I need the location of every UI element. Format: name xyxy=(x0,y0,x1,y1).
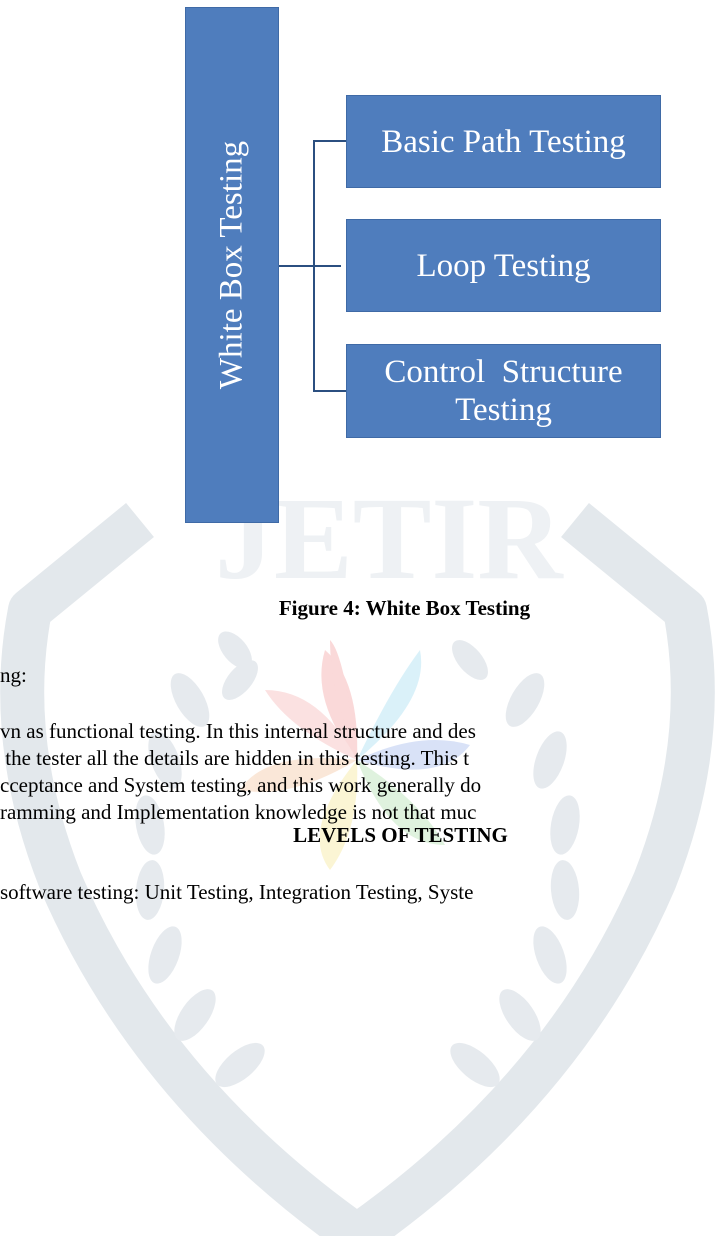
figure-caption: Figure 4: White Box Testing xyxy=(278,596,531,620)
body-line-2: vn as functional testing. In this intern… xyxy=(0,719,476,743)
root-box: White Box Testing xyxy=(185,7,279,523)
child-label: Loop Testing xyxy=(416,247,591,284)
section-body-line: software testing: Unit Testing, Integrat… xyxy=(0,880,474,904)
body-line-4: cceptance and System testing, and this w… xyxy=(0,773,482,797)
child-box-control-structure: Control Structure Testing xyxy=(346,344,661,438)
connector-branch-3 xyxy=(313,390,346,392)
body-line-3: the tester all the details are hidden in… xyxy=(0,746,470,770)
child-box-loop: Loop Testing xyxy=(346,219,661,312)
body-line-5: ramming and Implementation knowledge is … xyxy=(0,800,477,824)
connector-stem xyxy=(279,265,341,267)
root-label: White Box Testing xyxy=(213,140,250,390)
section-heading: LEVELS OF TESTING xyxy=(293,823,508,847)
body-line-1: ng: xyxy=(0,663,27,687)
connector-spine xyxy=(313,140,315,392)
child-label-line-1: Control Structure xyxy=(384,354,623,390)
child-label-line-2: Testing xyxy=(455,392,552,428)
child-label: Basic Path Testing xyxy=(381,123,626,160)
child-box-basic-path: Basic Path Testing xyxy=(346,95,661,188)
connector-branch-1 xyxy=(313,140,346,142)
